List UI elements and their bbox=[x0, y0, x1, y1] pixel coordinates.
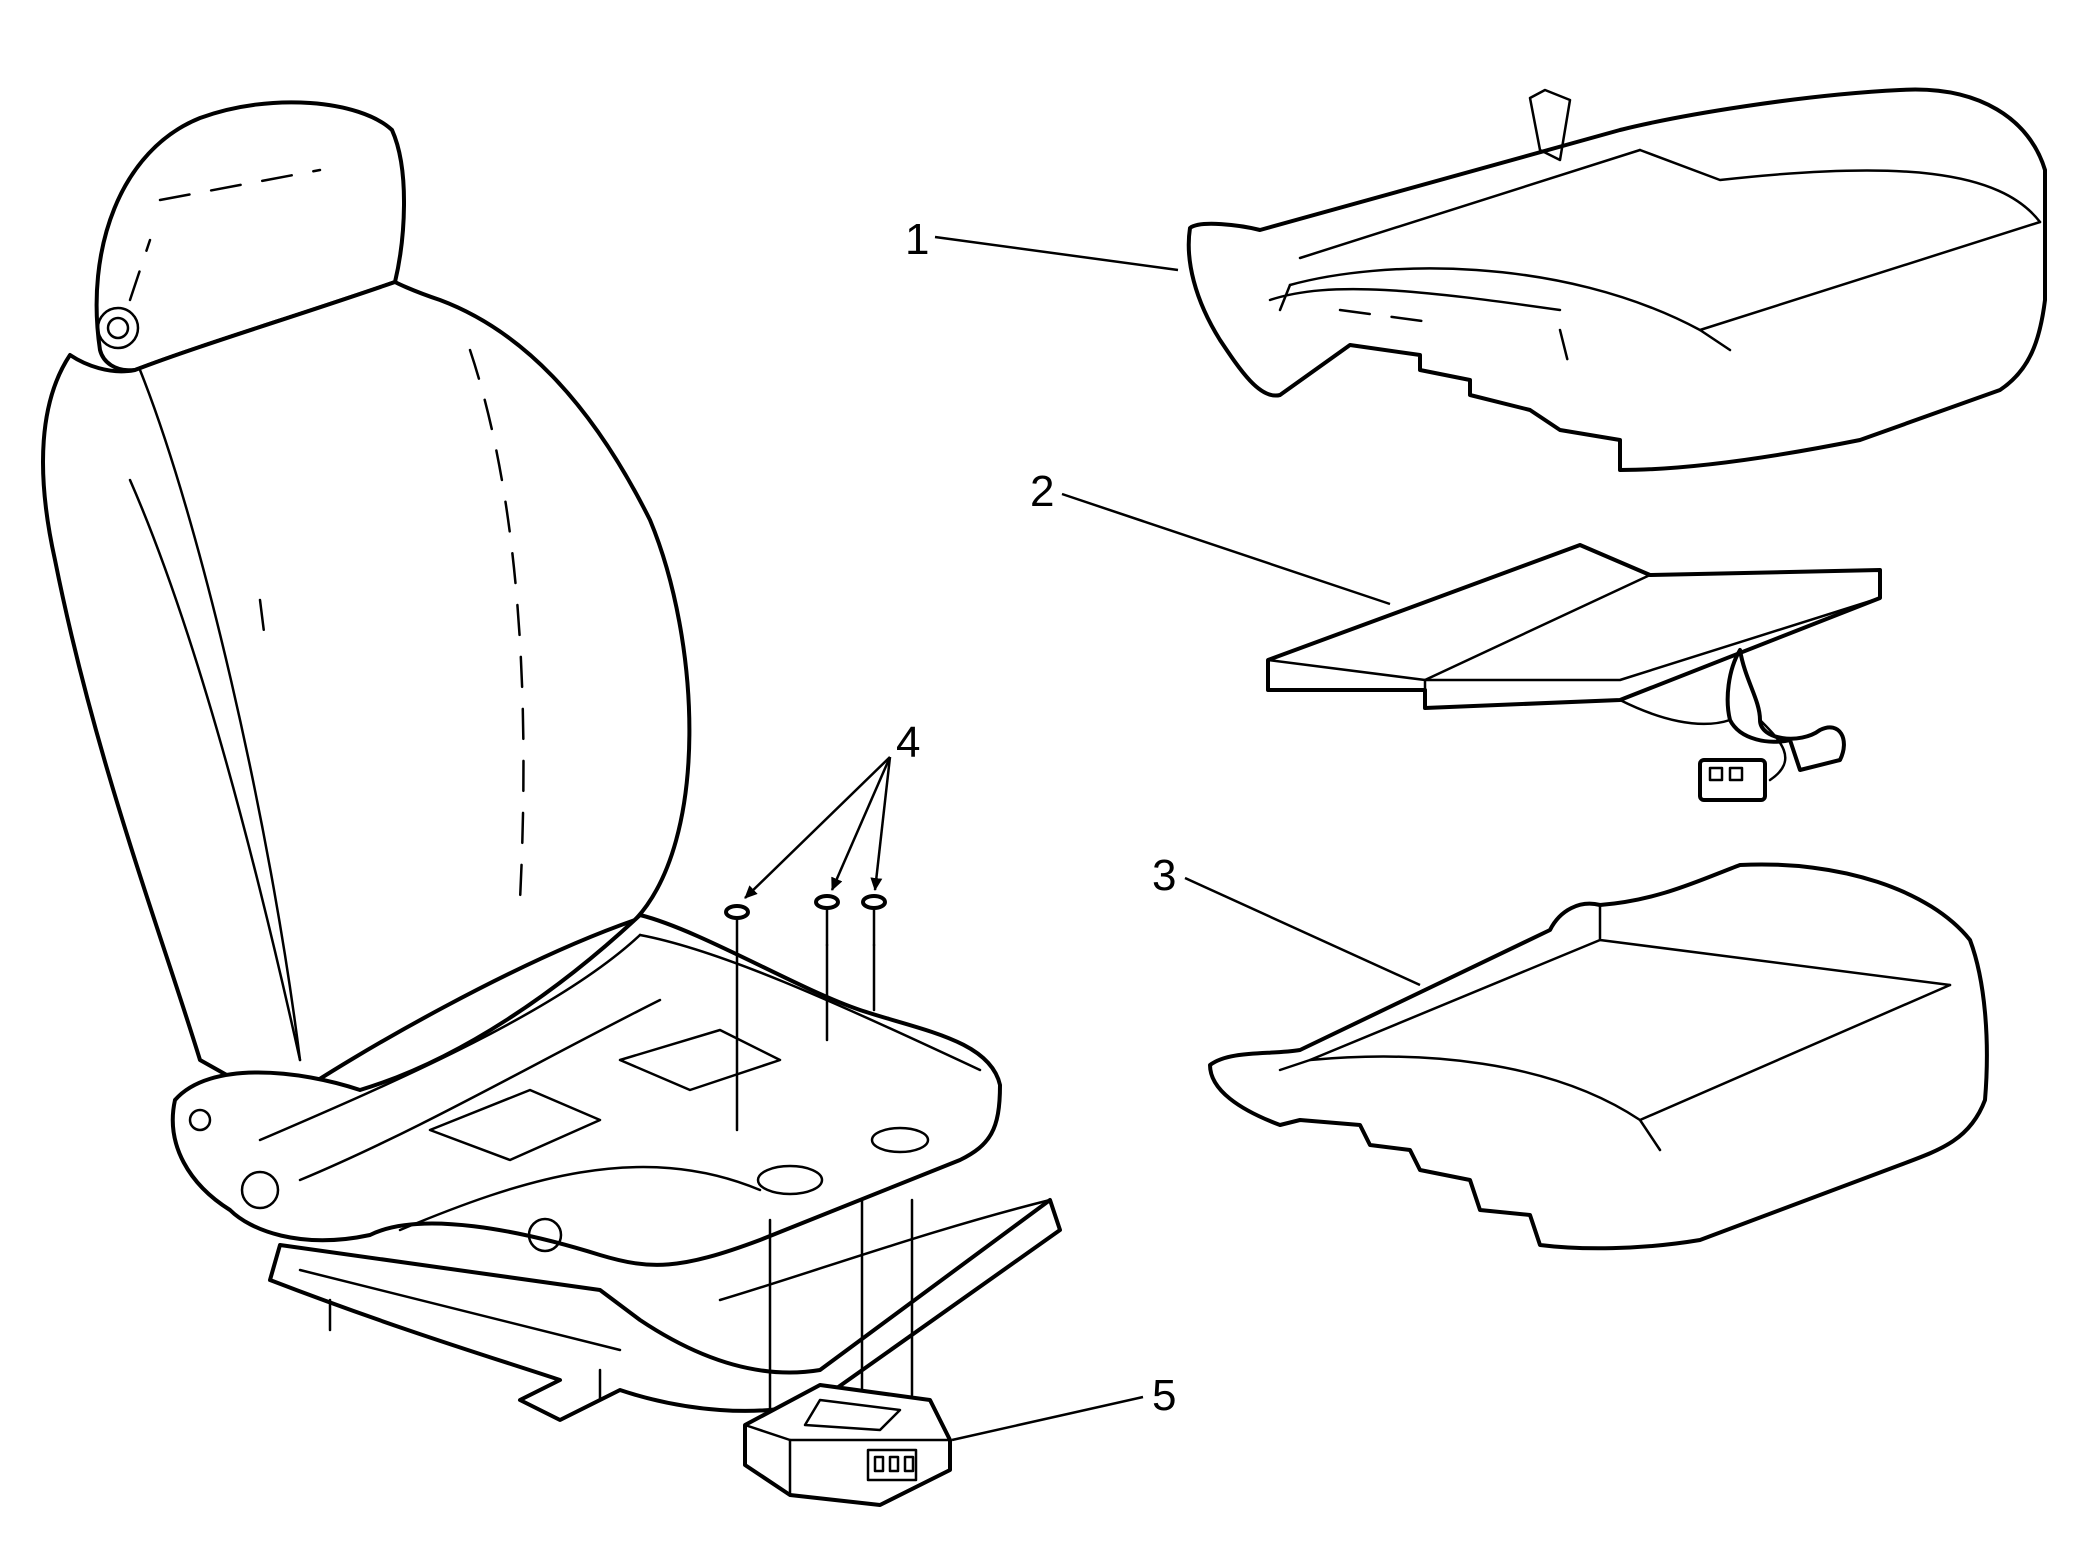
bolt-3 bbox=[861, 894, 887, 947]
callout-5: 5 bbox=[1152, 1371, 1176, 1420]
leader-4c bbox=[870, 756, 892, 891]
bolt-1 bbox=[724, 904, 750, 957]
callout-2: 2 bbox=[1030, 467, 1054, 516]
callout-1: 1 bbox=[905, 215, 929, 264]
callouts: 1 2 3 4 5 bbox=[896, 215, 1176, 1420]
seat-frame bbox=[170, 913, 1002, 1267]
leader-2 bbox=[1061, 492, 1391, 606]
callout-3: 3 bbox=[1152, 851, 1176, 900]
cushion-cover bbox=[1186, 87, 2047, 472]
leader-lines bbox=[744, 235, 1421, 1442]
leader-3 bbox=[1184, 876, 1421, 987]
sensor-module bbox=[743, 1383, 952, 1507]
callout-4: 4 bbox=[896, 718, 920, 767]
heater-pad bbox=[1266, 543, 1882, 802]
leader-4a bbox=[744, 756, 891, 899]
leader-1 bbox=[934, 235, 1179, 272]
seat-assembly bbox=[41, 100, 1062, 1422]
bolt-2 bbox=[814, 894, 840, 947]
seat-back bbox=[41, 280, 692, 1107]
leader-5 bbox=[951, 1395, 1144, 1442]
cushion-pad bbox=[1208, 862, 1989, 1251]
bolts bbox=[724, 894, 914, 1432]
leader-4b bbox=[830, 756, 892, 891]
